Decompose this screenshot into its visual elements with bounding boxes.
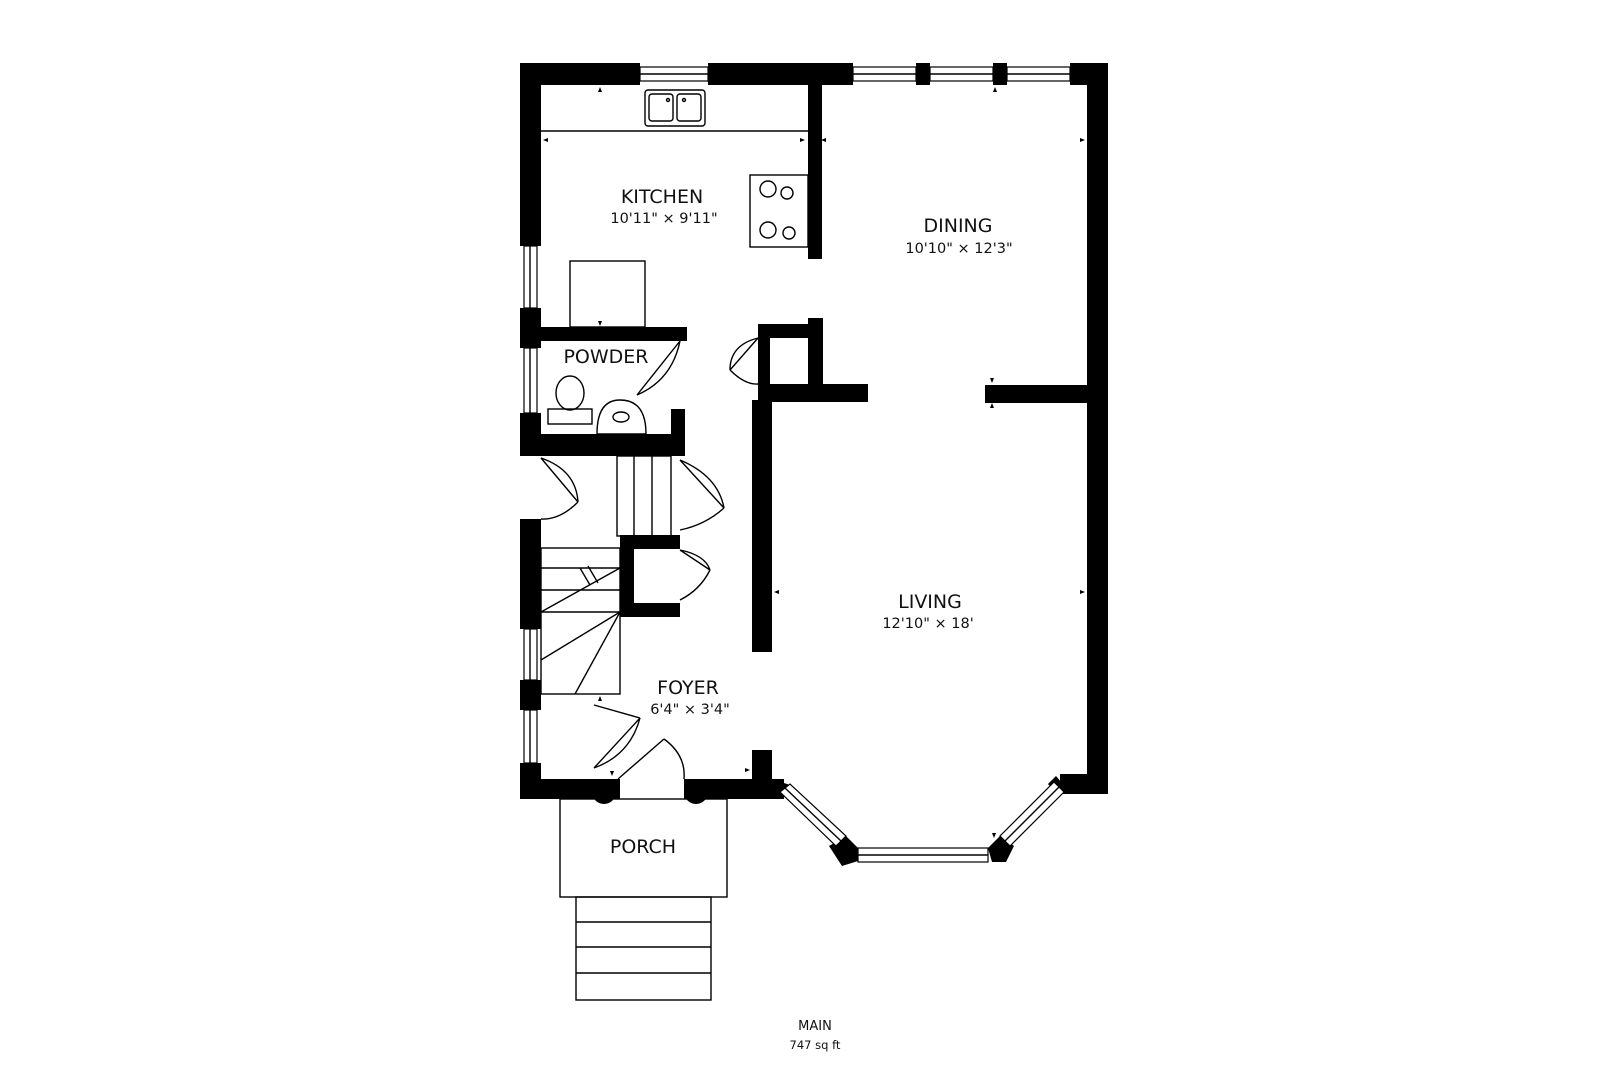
powder-door	[636, 340, 681, 396]
wall-kitchen-dining	[808, 63, 822, 259]
powder-fixtures	[547, 340, 681, 435]
door-closet	[729, 337, 759, 385]
door-stair-closet	[679, 459, 725, 531]
kitchen-sink	[644, 89, 706, 127]
kitchen-fixtures	[541, 89, 809, 328]
wall-stair-closet-top	[620, 535, 680, 549]
wall-powder-top	[520, 327, 687, 341]
walls	[520, 63, 1108, 866]
floor-area: 747 sq ft	[790, 1038, 841, 1052]
door-side-entry	[540, 457, 579, 520]
foyer-label: FOYER	[657, 677, 719, 699]
floor-name: MAIN	[798, 1019, 832, 1034]
wall-closet-top	[758, 324, 808, 338]
bay-corner-top-left	[772, 779, 790, 799]
refrigerator	[569, 260, 646, 328]
door-foyer-closet	[593, 704, 641, 769]
doors	[540, 337, 759, 780]
wall-top-pier-1	[916, 63, 930, 85]
wall-closet-left	[758, 324, 770, 394]
wall-closet-bottom	[758, 384, 868, 402]
wall-top-pier-2	[993, 63, 1007, 85]
stairs	[540, 455, 672, 695]
door-front	[617, 738, 685, 780]
porch-steps	[575, 896, 712, 1001]
porch-label: PORCH	[610, 836, 676, 858]
wall-left-foyer	[520, 680, 541, 710]
porch-area	[559, 798, 728, 1001]
wall-top-left	[520, 63, 640, 85]
windows	[523, 66, 1071, 863]
wall-top-mid	[708, 63, 853, 85]
kitchen-dimensions: 10'11" × 9'11"	[610, 211, 717, 227]
foyer-dimensions: 6'4" × 3'4"	[650, 702, 730, 718]
stairs-upper	[616, 455, 672, 537]
wall-powder-right	[671, 409, 685, 456]
stairs-lower	[540, 547, 621, 695]
dining-dimensions: 10'10" × 12'3"	[905, 241, 1012, 257]
wall-stair-closet-left	[620, 537, 634, 617]
wall-right-corner	[1060, 774, 1108, 794]
wall-right	[1087, 63, 1108, 794]
living-label: LIVING	[898, 591, 962, 613]
powder-sink	[596, 399, 647, 435]
wall-foyer-stub	[752, 750, 772, 799]
living-dimensions: 12'10" × 18'	[882, 616, 973, 632]
wall-left-upper	[520, 63, 541, 246]
wall-powder-bottom	[520, 434, 685, 456]
wall-closet-right	[808, 318, 823, 392]
room-labels: KITCHEN 10'11" × 9'11" DINING 10'10" × 1…	[563, 186, 1012, 1052]
wall-stair-closet-bottom	[620, 603, 680, 617]
kitchen-label: KITCHEN	[621, 186, 703, 208]
wall-left-stair	[520, 519, 541, 629]
dining-label: DINING	[924, 215, 993, 237]
door-small-closet	[679, 549, 711, 601]
powder-label: POWDER	[563, 346, 648, 368]
door-jamb-left	[592, 780, 616, 804]
wall-dining-living	[985, 385, 1088, 403]
dimension-markers	[543, 87, 1085, 838]
wall-living-column	[752, 400, 772, 652]
kitchen-stove	[749, 174, 809, 248]
toilet	[555, 375, 585, 411]
